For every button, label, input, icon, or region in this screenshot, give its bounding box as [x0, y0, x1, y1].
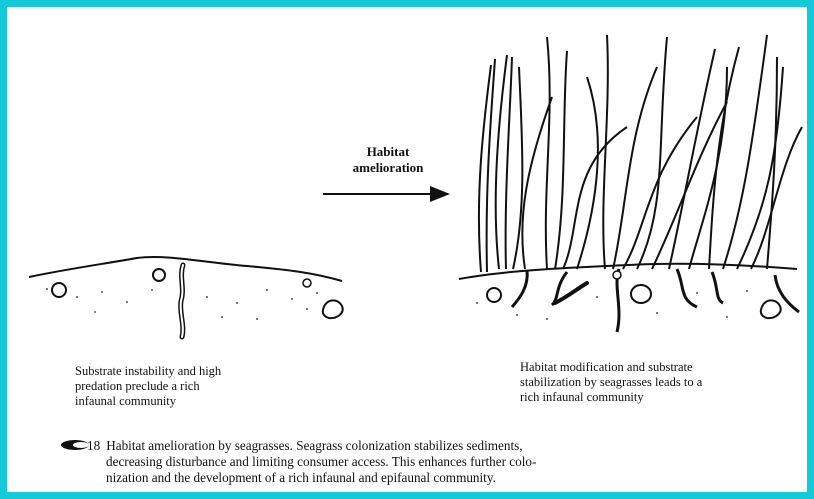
left-panel-caption: Substrate instability and high predation…	[75, 364, 325, 409]
seagrass-roots	[512, 269, 799, 332]
figure-caption-line-3: nization and the development of a rich i…	[65, 470, 785, 486]
seagrass-scene	[459, 35, 802, 332]
arrow-label-line: Habitat	[323, 144, 453, 160]
caption-line: predation preclude a rich	[75, 379, 325, 394]
caption-line: Habitat modification and substrate	[520, 360, 790, 375]
arrow-label-line: amelioration	[323, 160, 453, 176]
left-clam-2	[153, 269, 165, 281]
left-clam-1	[52, 283, 66, 297]
bare-sediment-scene	[29, 257, 343, 337]
arrow-label: Habitat amelioration	[323, 144, 453, 176]
caption-line: infaunal community	[75, 394, 325, 409]
caption-line: rich infaunal community	[520, 390, 790, 405]
habitat-illustration	[7, 7, 807, 492]
left-sediment-surface	[29, 257, 342, 281]
caption-line: Substrate instability and high	[75, 364, 325, 379]
figure-caption-line-2: decreasing disturbance and limiting cons…	[65, 454, 785, 470]
right-snail	[613, 271, 621, 279]
right-sediment-dots	[476, 290, 748, 320]
right-panel-caption: Habitat modification and substrate stabi…	[520, 360, 790, 405]
right-shell	[761, 300, 781, 318]
figure-caption: 18 Habitat amelioration by seagrasses. Se…	[65, 438, 785, 486]
caption-line: stabilization by seagrasses leads to a	[520, 375, 790, 390]
right-clam-2	[631, 285, 651, 303]
left-snail	[303, 279, 311, 287]
seagrass-blades	[479, 35, 802, 272]
right-sediment-surface	[459, 264, 797, 279]
figure-text: Habitat amelioration by seagrasses. Seag…	[106, 438, 522, 453]
right-clam-1	[487, 288, 501, 302]
left-shell	[323, 300, 343, 318]
figure-frame: Habitat amelioration Substrate instabili…	[7, 7, 807, 492]
figure-caption-line-1: 18 Habitat amelioration by seagrasses. Se…	[65, 438, 785, 454]
figure-number: 18	[87, 438, 100, 453]
